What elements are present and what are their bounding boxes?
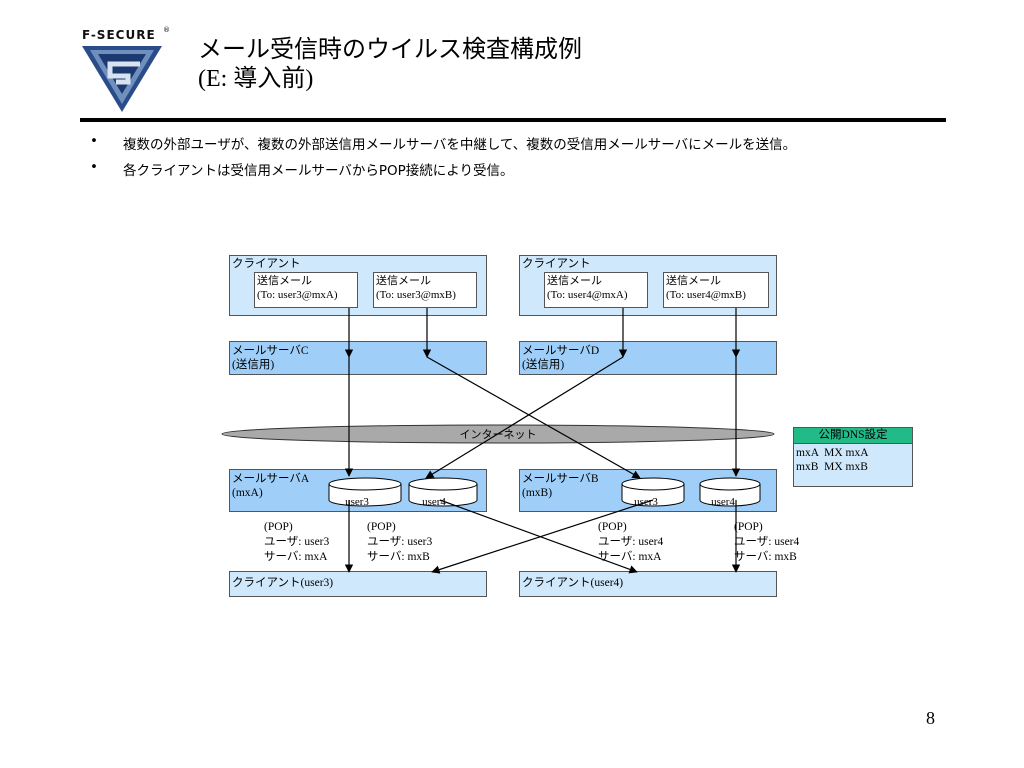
pop-server: サーバ: mxB (734, 551, 797, 563)
mail-server-d: メールサーバD (送信用) (519, 341, 777, 375)
logo-registered-mark: ® (163, 26, 170, 34)
client-user4-label: クライアント(user4) (522, 577, 624, 589)
pop-server: サーバ: mxB (367, 551, 430, 563)
send-mail-box: 送信メール (To: user4@mxB) (663, 272, 769, 308)
pop-protocol: (POP) (264, 521, 293, 533)
pop-protocol: (POP) (734, 521, 763, 533)
pop-info: (POP) ユーザ: user4 サーバ: mxB (734, 520, 799, 565)
server-role: (送信用) (522, 359, 565, 371)
mail-title: 送信メール (376, 275, 431, 287)
bullet-marker: • (90, 133, 98, 149)
pop-arrow (431, 499, 654, 574)
server-name: メールサーバD (522, 345, 600, 357)
client-label: クライアント (522, 258, 591, 270)
mail-title: 送信メール (257, 275, 312, 287)
mailbox-cylinder: user3 (328, 477, 402, 508)
mail-recipient: (To: user4@mxB) (666, 289, 746, 301)
server-name: メールサーバB (522, 473, 599, 485)
pop-info: (POP) ユーザ: user4 サーバ: mxA (598, 520, 663, 565)
flow-arrow (426, 356, 641, 479)
pop-protocol: (POP) (367, 521, 396, 533)
send-mail-box: 送信メール (To: user3@mxB) (373, 272, 477, 308)
client-user3: クライアント(user3) (229, 571, 487, 597)
title-line-2: (E: 導入前) (198, 66, 314, 92)
internet-label: インターネット (460, 428, 537, 441)
pop-server: サーバ: mxA (598, 551, 662, 563)
mailbox-label: user3 (345, 496, 369, 508)
pop-info: (POP) ユーザ: user3 サーバ: mxA (264, 520, 329, 565)
dns-settings-body: mxA MX mxA mxB MX mxB (793, 443, 913, 487)
mailbox-cylinder: user4 (699, 477, 761, 508)
mailbox-cylinder: user4 (408, 477, 478, 508)
mail-recipient: (To: user3@mxB) (376, 289, 456, 301)
server-domain: (mxA) (232, 487, 263, 499)
dns-record: mxB MX mxB (796, 461, 868, 473)
pop-user: ユーザ: user4 (734, 536, 800, 548)
mailbox-cylinder: user3 (621, 477, 685, 508)
mail-title: 送信メール (666, 275, 721, 287)
pop-user: ユーザ: user3 (264, 536, 330, 548)
bullet-text: 各クライアントは受信用メールサーバからPOP接続により受信。 (123, 163, 514, 179)
pop-server: サーバ: mxA (264, 551, 328, 563)
server-domain: (mxB) (522, 487, 553, 499)
pop-user: ユーザ: user3 (367, 536, 433, 548)
pop-info: (POP) ユーザ: user3 サーバ: mxB (367, 520, 432, 565)
client-user4: クライアント(user4) (519, 571, 777, 597)
client-user3-label: クライアント(user3) (232, 577, 334, 589)
title-divider (80, 118, 946, 122)
pop-user: ユーザ: user4 (598, 536, 664, 548)
send-mail-box: 送信メール (To: user3@mxA) (254, 272, 358, 308)
flow-arrow (425, 356, 624, 479)
fsecure-shield-logo-icon (82, 46, 162, 112)
mail-recipient: (To: user4@mxA) (547, 289, 628, 301)
bullet-text: 複数の外部ユーザが、複数の外部送信用メールサーバを中継して、複数の受信用メールサ… (123, 137, 797, 153)
mail-server-c: メールサーバC (送信用) (229, 341, 487, 375)
pop-protocol: (POP) (598, 521, 627, 533)
server-role: (送信用) (232, 359, 275, 371)
pop-arrow (439, 499, 638, 574)
bullet-marker: • (90, 159, 98, 175)
server-name: メールサーバC (232, 345, 309, 357)
page-title: メール受信時のウイルス検査構成例 (E: 導入前) (198, 34, 582, 94)
mailbox-label: user4 (422, 496, 446, 508)
server-name: メールサーバA (232, 473, 310, 485)
dns-record: mxA MX mxA (796, 447, 869, 459)
send-mail-box: 送信メール (To: user4@mxA) (544, 272, 648, 308)
page-number: 8 (926, 708, 935, 728)
mail-recipient: (To: user3@mxA) (257, 289, 338, 301)
mailbox-label: user4 (711, 496, 735, 508)
client-label: クライアント (232, 258, 301, 270)
title-line-1: メール受信時のウイルス検査構成例 (198, 35, 582, 63)
logo-text: F-SECURE (82, 28, 156, 42)
mail-title: 送信メール (547, 275, 602, 287)
